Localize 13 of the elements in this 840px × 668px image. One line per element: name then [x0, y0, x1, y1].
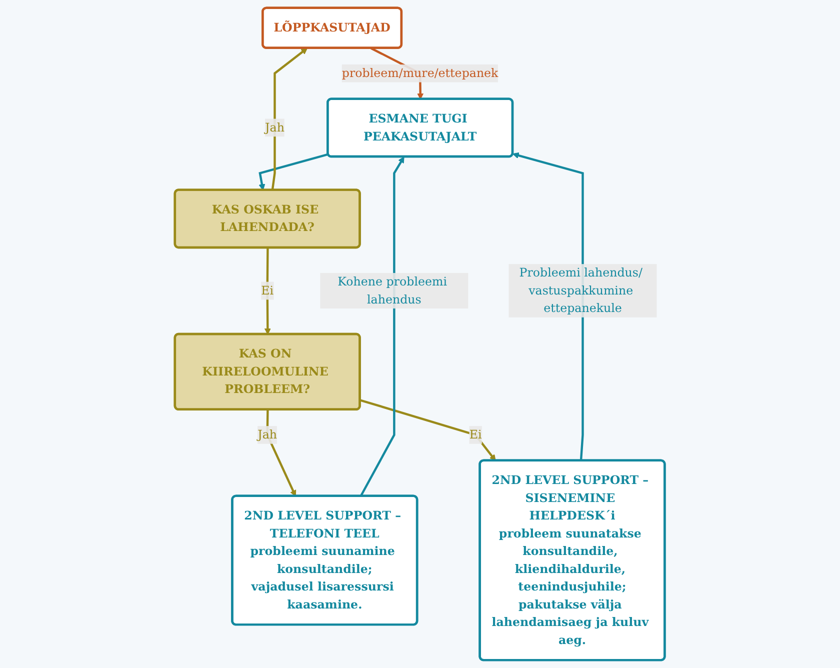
edge-label: Kohene probleemi lahendus — [338, 274, 448, 306]
edge-label: Ei — [470, 428, 482, 442]
edge-label: Jah — [258, 428, 278, 442]
edge-label: Probleemi lahendus/ vastuspakkumine ettepanekule — [519, 266, 643, 316]
edge-label: Jah — [265, 120, 285, 134]
arrow — [272, 48, 308, 190]
arrow — [264, 248, 272, 335]
arrow — [360, 156, 405, 497]
arrow — [360, 399, 496, 462]
arrow — [266, 410, 296, 497]
edge-label: Ei — [261, 283, 274, 298]
edge-label: probleem/mure/ettepanek — [342, 66, 498, 80]
arrow — [258, 153, 329, 190]
